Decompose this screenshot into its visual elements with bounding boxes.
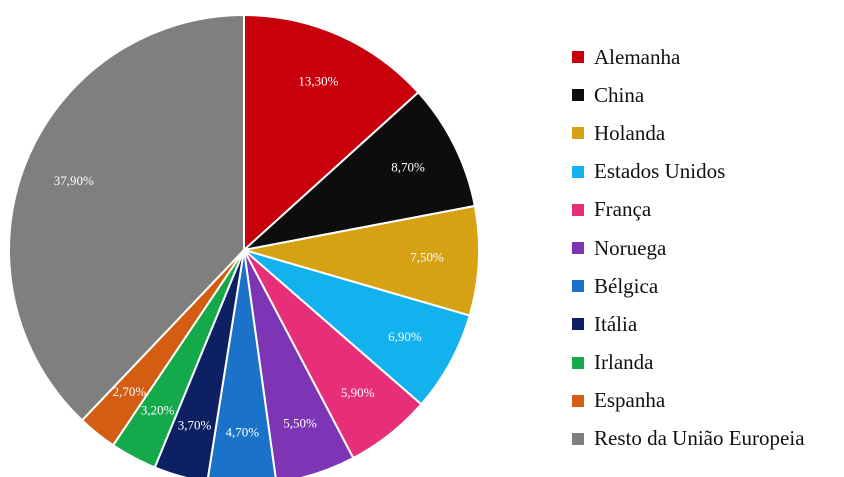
legend-swatch [572,89,584,102]
legend-item-italia: Itália [572,305,805,343]
legend-label: Alemanha [594,44,681,69]
pie-slice-belgica [207,249,277,477]
data-label-china: 8,70% [391,159,425,174]
legend-label: Estados Unidos [594,159,726,184]
data-label-espanha: 2,70% [113,384,147,399]
legend-label: Espanha [594,388,666,413]
legend-swatch [572,203,584,216]
data-label-noruega: 5,50% [283,415,317,430]
legend-item-espanha: Espanha [572,382,805,420]
data-label-holanda: 7,50% [410,250,444,265]
legend-swatch [572,432,584,445]
legend-label: França [594,197,652,222]
pie-data-labels: 13,30% 8,70% 7,50% 6,90% 5,90% 5,50% 4,70% 3,70… [54,73,444,439]
pie-slice-noruega [243,249,355,477]
legend-swatch [572,165,584,178]
legend-label: Bélgica [594,273,659,298]
pie-slice-china [240,90,477,252]
legend-label: Resto da União Europeia [594,426,805,451]
legend-swatch [572,127,584,140]
legend-item-noruega: Noruega [572,229,805,267]
legend-item-holanda: Holanda [572,114,805,152]
legend-label: Holanda [594,120,666,145]
legend-item-belgica: Bélgica [572,267,805,305]
legend-swatch [572,280,584,293]
legend-swatch [572,356,584,369]
data-label-resto-da-uniao-europeia: 37,90% [54,173,94,188]
legend-item-franca: França [572,191,805,229]
legend-item-china: China [572,76,805,114]
legend-label: Irlanda [594,350,654,375]
data-label-belgica: 4,70% [225,424,259,439]
legend-item-irlanda: Irlanda [572,344,805,382]
data-label-franca: 5,90% [341,385,375,400]
data-label-irlanda: 3,20% [141,403,175,418]
pie-slice-alemanha [243,13,420,253]
data-label-italia: 3,70% [178,417,212,432]
legend-item-alemanha: Alemanha [572,38,805,76]
pie-slices [8,13,480,477]
legend-swatch [572,394,584,407]
data-label-alemanha: 13,30% [298,73,338,88]
data-label-estados-unidos: 6,90% [388,329,422,344]
legend-swatch [572,318,584,331]
pie-slice-resto-da-uniao-europeia [8,13,245,422]
legend-label: Noruega [594,235,667,260]
legend-label: Itália [594,311,638,336]
legend-swatch [572,242,584,255]
legend-item-estados-unidos: Estados Unidos [572,153,805,191]
legend-label: China [594,82,645,107]
pie-slice-holanda [243,204,480,317]
legend-swatch [572,51,584,64]
legend-item-resto-da-uniao-europeia: Resto da União Europeia [572,420,805,458]
